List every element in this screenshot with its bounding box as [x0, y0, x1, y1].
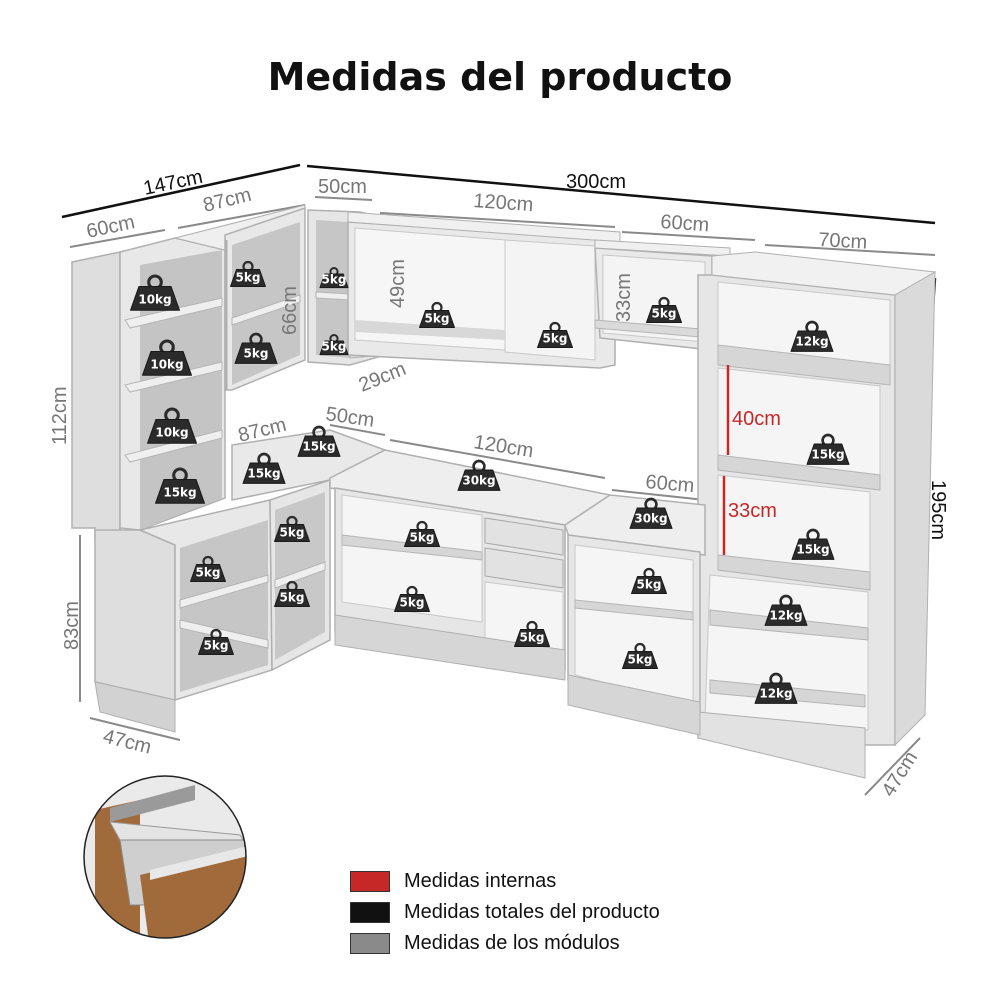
dim-upper-height-label: 112cm: [49, 386, 71, 445]
weight-icon-label: 5kg: [244, 346, 269, 360]
legend-swatch-internal: [350, 871, 390, 892]
weight-icon-label: 10kg: [150, 357, 183, 371]
weight-icon: 5kg: [404, 520, 440, 547]
weight-icon-label: 15kg: [302, 439, 335, 453]
weight-icon-label: 5kg: [425, 312, 450, 326]
weight-icon-label: 5kg: [637, 578, 662, 592]
dim-total-width-label: 300cm: [566, 171, 626, 193]
weight-icon-label: 15kg: [796, 542, 829, 556]
weight-icon-label: 12kg: [795, 334, 828, 348]
weight-icons: 10kg 10kg 10kg 15kg 5kg 5kg 5kg 5kg 5kg 5kg 5kg 12k…: [130, 260, 850, 861]
legend-label-total: Medidas totales del producto: [404, 901, 660, 923]
weight-icon: 5kg: [234, 332, 278, 364]
weight-icon: 10kg: [142, 339, 192, 376]
weight-icon-label: 5kg: [652, 307, 677, 321]
legend-item-total: Medidas totales del producto: [350, 897, 660, 928]
weight-icon: 5kg: [631, 567, 667, 594]
weight-icon-label: 12kg: [759, 686, 792, 700]
weight-icon: 30kg: [629, 497, 673, 529]
dim-upper-66-label: 66cm: [279, 286, 301, 335]
weight-icon: 5kg: [319, 267, 349, 289]
weight-icon: 15kg: [791, 528, 835, 560]
legend-item-module: Medidas de los módulos: [350, 928, 660, 959]
weight-icon-label: 10kg: [138, 292, 171, 306]
drawer-inset: [83, 775, 247, 939]
weight-icon: 5kg: [274, 515, 310, 542]
legend: Medidas internas Medidas totales del pro…: [350, 866, 660, 959]
dim-tower-height-label: 195cm: [927, 480, 949, 540]
weight-icon-label: 5kg: [280, 526, 305, 540]
weight-icon: 30kg: [457, 459, 501, 491]
legend-item-internal: Medidas internas: [350, 866, 660, 897]
dim-lower-50-label: 50cm: [324, 403, 375, 432]
weight-icon: 5kg: [190, 555, 226, 582]
weight-icon: 5kg: [230, 260, 266, 287]
dim-upper-50-label: 50cm: [318, 176, 367, 198]
weight-icon-label: 5kg: [322, 273, 347, 287]
weight-icon: 5kg: [514, 620, 550, 647]
dim-upper-70-label: 70cm: [818, 229, 868, 254]
weight-icon: 5kg: [394, 585, 430, 612]
weight-icon: 12kg: [764, 594, 808, 626]
lower-left-module: [94, 499, 273, 733]
weight-icon-label: 12kg: [769, 608, 802, 622]
weight-icon-label: 5kg: [628, 653, 653, 667]
weight-icon-label: 15kg: [163, 485, 196, 499]
weight-icon: 5kg: [198, 628, 234, 655]
right-tower-module: [697, 251, 937, 779]
weight-icon-label: 5kg: [410, 531, 435, 545]
weight-icon-label: 15kg: [811, 447, 844, 461]
weight-icon-label: 5kg: [322, 340, 347, 354]
dim-lower-height-label: 83cm: [61, 601, 83, 650]
weight-icon: 5kg: [319, 334, 349, 356]
weight-icon-label: 5kg: [196, 566, 221, 580]
weight-icon: 5kg: [419, 301, 455, 328]
weight-icon: 15kg: [155, 467, 205, 504]
legend-swatch-module: [350, 933, 390, 954]
dim-lower-depth-left-label: 47cm: [101, 726, 154, 759]
dim-upper-60-label: 60cm: [660, 211, 710, 236]
weight-icon: 5kg: [537, 321, 573, 348]
weight-icon-label: 10kg: [155, 425, 188, 439]
dim-upper-left-depth-label: 60cm: [84, 211, 136, 243]
dim-lower-60-label: 60cm: [645, 471, 696, 497]
weight-icon: 15kg: [242, 452, 286, 484]
dim-upper-corner-label: 87cm: [201, 184, 254, 217]
dim-lower-120-label: 120cm: [472, 431, 535, 462]
upper-left-module: [71, 204, 306, 544]
dim-upper-49-label: 49cm: [387, 259, 409, 308]
weight-icon: 10kg: [147, 407, 197, 444]
weight-icon-label: 5kg: [236, 271, 261, 285]
weight-icon: 15kg: [297, 425, 341, 457]
weight-icon: 5kg: [622, 642, 658, 669]
weight-icon-label: 5kg: [400, 596, 425, 610]
legend-label-internal: Medidas internas: [404, 870, 557, 892]
internal-dimension-lines: [722, 365, 730, 555]
weight-icon: 5kg: [646, 296, 682, 323]
weight-icon: 10kg: [130, 274, 180, 311]
weight-icon-label: 5kg: [280, 591, 305, 605]
upper-60-module: [594, 239, 731, 351]
weight-icon-label: 15kg: [247, 466, 280, 480]
dim-internal-33-label: 33cm: [728, 500, 777, 522]
dim-upper-depth-29-label: 29cm: [356, 358, 410, 397]
weight-icon-label: 5kg: [543, 332, 568, 346]
dim-internal-40-label: 40cm: [732, 408, 781, 430]
legend-swatch-total: [350, 902, 390, 923]
weight-icon-label: 5kg: [520, 631, 545, 645]
weight-icon-label: 30kg: [634, 511, 667, 525]
weight-icon-label: 5kg: [204, 639, 229, 653]
weight-icon: 12kg: [754, 672, 798, 704]
legend-label-module: Medidas de los módulos: [404, 932, 620, 954]
lower-60-module: [564, 494, 706, 736]
weight-icon: 5kg: [274, 580, 310, 607]
dim-upper-120-label: 120cm: [473, 190, 534, 216]
dim-left-depth-total-label: 147cm: [141, 166, 204, 200]
weight-icon-label: 30kg: [462, 473, 495, 487]
dim-upper-33-label: 33cm: [613, 273, 635, 322]
weight-icon: 15kg: [806, 433, 850, 465]
weight-icon: 12kg: [790, 320, 834, 352]
page-title: Medidas del producto: [267, 55, 733, 99]
